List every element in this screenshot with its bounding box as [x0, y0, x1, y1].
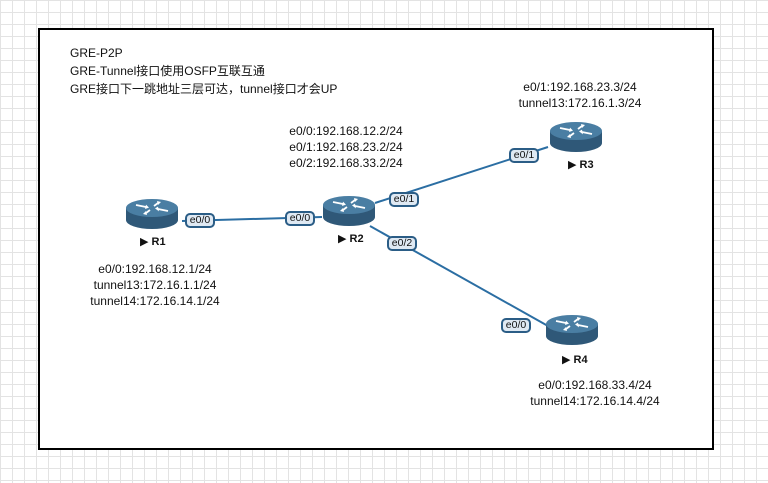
r1-info: e0/0:192.168.12.1/24 tunnel13:172.16.1.1…	[80, 261, 230, 309]
notes-line-1: GRE-Tunnel接口使用OSFP互联互通	[70, 64, 265, 78]
notes-block: GRE-P2P GRE-Tunnel接口使用OSFP互联互通 GRE接口下一跳地…	[70, 44, 337, 98]
router-r2[interactable]	[321, 194, 377, 228]
port-r1-e0-0[interactable]: e0/0	[185, 213, 215, 228]
port-r3-e0-1[interactable]: e0/1	[509, 148, 539, 163]
port-r2-e0-0[interactable]: e0/0	[285, 211, 315, 226]
router-icon	[124, 199, 180, 235]
router-r4-label: ▶ R4	[562, 354, 588, 366]
r1-info-line: e0/0:192.168.12.1/24	[98, 262, 212, 276]
triangle-right-icon: ▶	[338, 233, 347, 245]
router-icon	[544, 315, 600, 351]
triangle-right-icon: ▶	[140, 236, 149, 248]
notes-title: GRE-P2P	[70, 46, 123, 60]
triangle-right-icon: ▶	[568, 159, 577, 171]
r2-info-line: e0/0:192.168.12.2/24	[289, 124, 403, 138]
notes-line-2: GRE接口下一跳地址三层可达，tunnel接口才会UP	[70, 82, 338, 96]
r2-info-line: e0/1:192.168.23.2/24	[289, 140, 403, 154]
r1-info-line: tunnel13:172.16.1.1/24	[93, 278, 217, 292]
router-r4[interactable]	[544, 313, 600, 347]
router-r3[interactable]	[548, 120, 604, 154]
port-r2-e0-2[interactable]: e0/2	[387, 236, 417, 251]
r3-info: e0/1:192.168.23.3/24 tunnel13:172.16.1.3…	[505, 79, 655, 111]
triangle-right-icon: ▶	[562, 354, 571, 366]
router-r3-label: ▶ R3	[568, 159, 594, 171]
router-r2-label: ▶ R2	[338, 233, 364, 245]
r4-info-line: tunnel14:172.16.14.4/24	[530, 394, 660, 408]
r2-info: e0/0:192.168.12.2/24 e0/1:192.168.23.2/2…	[271, 123, 421, 171]
r4-info: e0/0:192.168.33.4/24 tunnel14:172.16.14.…	[515, 377, 675, 409]
diagram-frame	[38, 28, 714, 450]
r1-info-line: tunnel14:172.16.14.1/24	[90, 294, 220, 308]
r3-info-line: e0/1:192.168.23.3/24	[523, 80, 637, 94]
router-r1[interactable]	[124, 197, 180, 231]
r2-info-line: e0/2:192.168.33.2/24	[289, 156, 403, 170]
router-icon	[321, 196, 377, 232]
port-r4-e0-0[interactable]: e0/0	[501, 318, 531, 333]
router-r1-label: ▶ R1	[140, 236, 166, 248]
r3-info-line: tunnel13:172.16.1.3/24	[518, 96, 642, 110]
router-icon	[548, 122, 604, 158]
port-r2-e0-1[interactable]: e0/1	[389, 192, 419, 207]
r4-info-line: e0/0:192.168.33.4/24	[538, 378, 652, 392]
